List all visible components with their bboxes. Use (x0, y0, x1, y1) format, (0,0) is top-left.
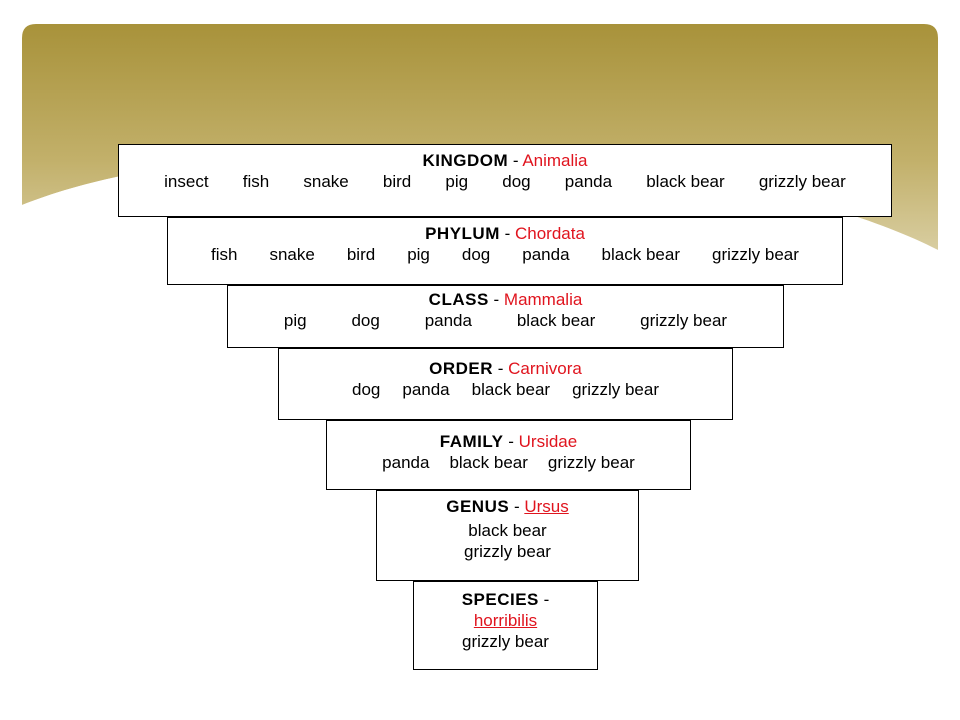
member-item: bird (382, 172, 412, 191)
separator: - (503, 432, 519, 451)
member-item: dog (502, 172, 531, 191)
taxon-name: Animalia (522, 151, 588, 170)
member-item: dog (351, 311, 380, 330)
rank-label: KINGDOM (422, 151, 509, 170)
taxon-name: Chordata (514, 224, 585, 243)
taxon-name: Carnivora (508, 359, 582, 378)
rank-label: SPECIES (461, 590, 539, 609)
member-item: insect (164, 172, 209, 191)
member-item: pig (445, 172, 469, 191)
member-item: grizzly bear (711, 245, 799, 264)
taxon-name: horribilis (473, 611, 538, 630)
rank-label: FAMILY (439, 432, 504, 451)
member-item: grizzly bear (464, 542, 551, 561)
member-item: panda (522, 245, 570, 264)
separator: - (508, 151, 523, 170)
member-item: black bear (449, 453, 528, 472)
member-list: black bear grizzly bear (377, 520, 638, 562)
level-genus: GENUS - Ursus black bear grizzly bear (376, 490, 639, 581)
separator: - (538, 590, 550, 609)
level-title: KINGDOM - Animalia (119, 151, 891, 171)
separator: - (493, 359, 509, 378)
level-title: ORDER - Carnivora (279, 359, 732, 379)
member-item: fish (242, 172, 270, 191)
member-item: bird (346, 245, 376, 264)
header-band (22, 24, 938, 250)
member-item: panda (402, 380, 450, 399)
member-list: insect fish snake bird pig dog panda bla… (119, 171, 891, 193)
level-phylum: PHYLUM - Chordata fish snake bird pig do… (167, 217, 843, 285)
member-item: fish (211, 245, 238, 264)
member-item: grizzly bear (462, 632, 549, 651)
separator: - (509, 497, 525, 516)
member-list: horribilis grizzly bear (414, 610, 597, 652)
rank-label: CLASS (428, 290, 489, 309)
level-species: SPECIES - horribilis grizzly bear (413, 581, 598, 670)
member-list: panda black bear grizzly bear (327, 452, 690, 474)
member-item: panda (564, 172, 613, 191)
taxon-name: Ursus (524, 497, 569, 516)
member-list: fish snake bird pig dog panda black bear… (168, 244, 842, 266)
member-item: black bear (471, 380, 551, 399)
level-title: GENUS - Ursus (377, 497, 638, 517)
separator: - (499, 224, 515, 243)
member-item: pig (283, 311, 307, 330)
member-item: grizzly bear (758, 172, 846, 191)
level-title: FAMILY - Ursidae (327, 432, 690, 452)
rank-label: PHYLUM (425, 224, 500, 243)
member-item: pig (407, 245, 430, 264)
level-title: SPECIES - (414, 590, 597, 610)
member-item: panda (382, 453, 430, 472)
level-title: CLASS - Mammalia (228, 290, 783, 310)
level-title: PHYLUM - Chordata (168, 224, 842, 244)
level-order: ORDER - Carnivora dog panda black bear g… (278, 348, 733, 420)
taxon-name: Ursidae (518, 432, 578, 451)
member-item: black bear (601, 245, 680, 264)
member-item: grizzly bear (640, 311, 728, 330)
member-item: snake (269, 245, 315, 264)
level-kingdom: KINGDOM - Animalia insect fish snake bir… (118, 144, 892, 217)
member-list: dog panda black bear grizzly bear (279, 379, 732, 401)
member-item: dog (351, 380, 381, 399)
level-family: FAMILY - Ursidae panda black bear grizzl… (326, 420, 691, 490)
level-class: CLASS - Mammalia pig dog panda black bea… (227, 285, 784, 348)
member-item: black bear (646, 172, 725, 191)
member-item: black bear (516, 311, 596, 330)
member-item: grizzly bear (547, 453, 635, 472)
separator: - (488, 290, 504, 309)
member-item: grizzly bear (572, 380, 659, 399)
member-item: snake (303, 172, 349, 191)
taxon-name: Mammalia (503, 290, 583, 309)
member-item: panda (424, 311, 472, 330)
member-list: pig dog panda black bear grizzly bear (228, 310, 783, 332)
member-item: black bear (468, 521, 547, 540)
rank-label: ORDER (429, 359, 494, 378)
rank-label: GENUS (446, 497, 510, 516)
member-item: dog (461, 245, 491, 264)
